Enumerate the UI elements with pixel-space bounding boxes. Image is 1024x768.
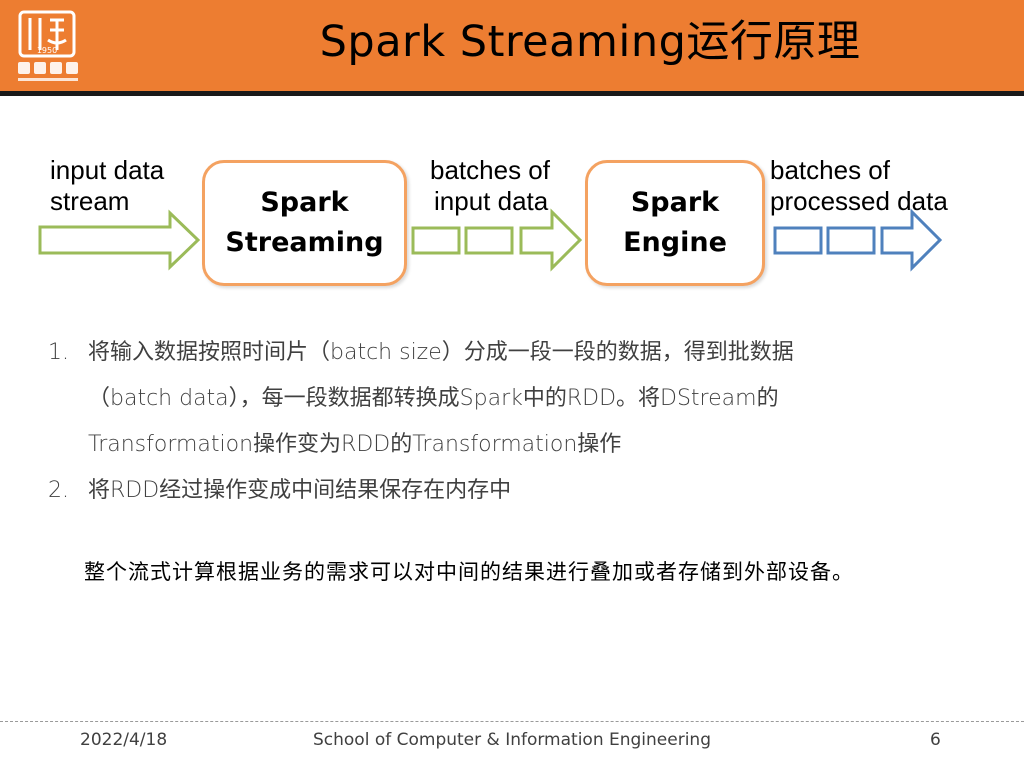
mid-label-line-2: input data (434, 186, 549, 216)
list-number: 1. (48, 340, 69, 365)
spark-engine-box: Spark Engine (585, 160, 765, 286)
output-label-line-1: batches of (770, 155, 890, 185)
output-label-line-2: processed data (770, 186, 948, 216)
output-batch-arrow (880, 208, 943, 272)
input-stream-label: input data stream (50, 155, 164, 217)
spark-streaming-diagram: input data stream batches of input data … (0, 100, 1024, 315)
footer-date: 2022/4/18 (80, 730, 168, 750)
footer-school: School of Computer & Information Enginee… (312, 730, 711, 750)
list-item: 2. 将RDD经过操作变成中间结果保存在内存中 (48, 468, 998, 514)
svg-text:1950: 1950 (37, 46, 57, 55)
output-batch-block (773, 226, 823, 255)
list-line: 将输入数据按照时间片（batch size）分成一段一段的数据，得到批数据 (88, 340, 794, 365)
box1-line-1: Spark (260, 187, 349, 218)
list-text: 将输入数据按照时间片（batch size）分成一段一段的数据，得到批数据 （b… (48, 330, 998, 468)
list-text: 将RDD经过操作变成中间结果保存在内存中 (48, 468, 998, 514)
list-item: 1. 将输入数据按照时间片（batch size）分成一段一段的数据，得到批数据… (48, 330, 998, 468)
output-batch-block (826, 226, 876, 255)
list-line: Transformation操作变为RDD的Transformation操作 (88, 432, 622, 457)
page-number: 6 (930, 730, 941, 750)
input-batch-arrow (519, 208, 583, 272)
box2-line-2: Engine (623, 227, 727, 258)
flow-arrows (38, 208, 943, 272)
input-label-line-2: stream (50, 186, 130, 216)
slide-title: Spark Streaming运行原理 (319, 17, 861, 67)
input-label-line-1: input data (50, 155, 165, 185)
list-number: 2. (48, 478, 69, 503)
list-line: （batch data），每一段数据都转换成Spark中的RDD。将DStrea… (88, 386, 779, 411)
mid-label-line-1: batches of (430, 155, 550, 185)
university-seal-logo: 1950 (12, 6, 82, 86)
summary-note: 整个流式计算根据业务的需求可以对中间的结果进行叠加或者存储到外部设备。 (84, 560, 854, 584)
input-batches-label: batches of input data (430, 155, 550, 217)
footer-divider (0, 721, 1024, 722)
list-line: 将RDD经过操作变成中间结果保存在内存中 (88, 478, 512, 503)
slide-header: 1950 Spark Streaming运行原理 (0, 0, 1024, 96)
input-batch-block (411, 226, 461, 255)
principle-list: 1. 将输入数据按照时间片（batch size）分成一段一段的数据，得到批数据… (48, 330, 998, 514)
box1-line-2: Streaming (225, 227, 384, 258)
input-stream-arrow (38, 209, 201, 271)
box2-line-1: Spark (630, 187, 720, 218)
spark-streaming-box: Spark Streaming (202, 160, 407, 286)
processed-batches-label: batches of processed data (770, 155, 948, 217)
input-batch-block (464, 226, 514, 255)
